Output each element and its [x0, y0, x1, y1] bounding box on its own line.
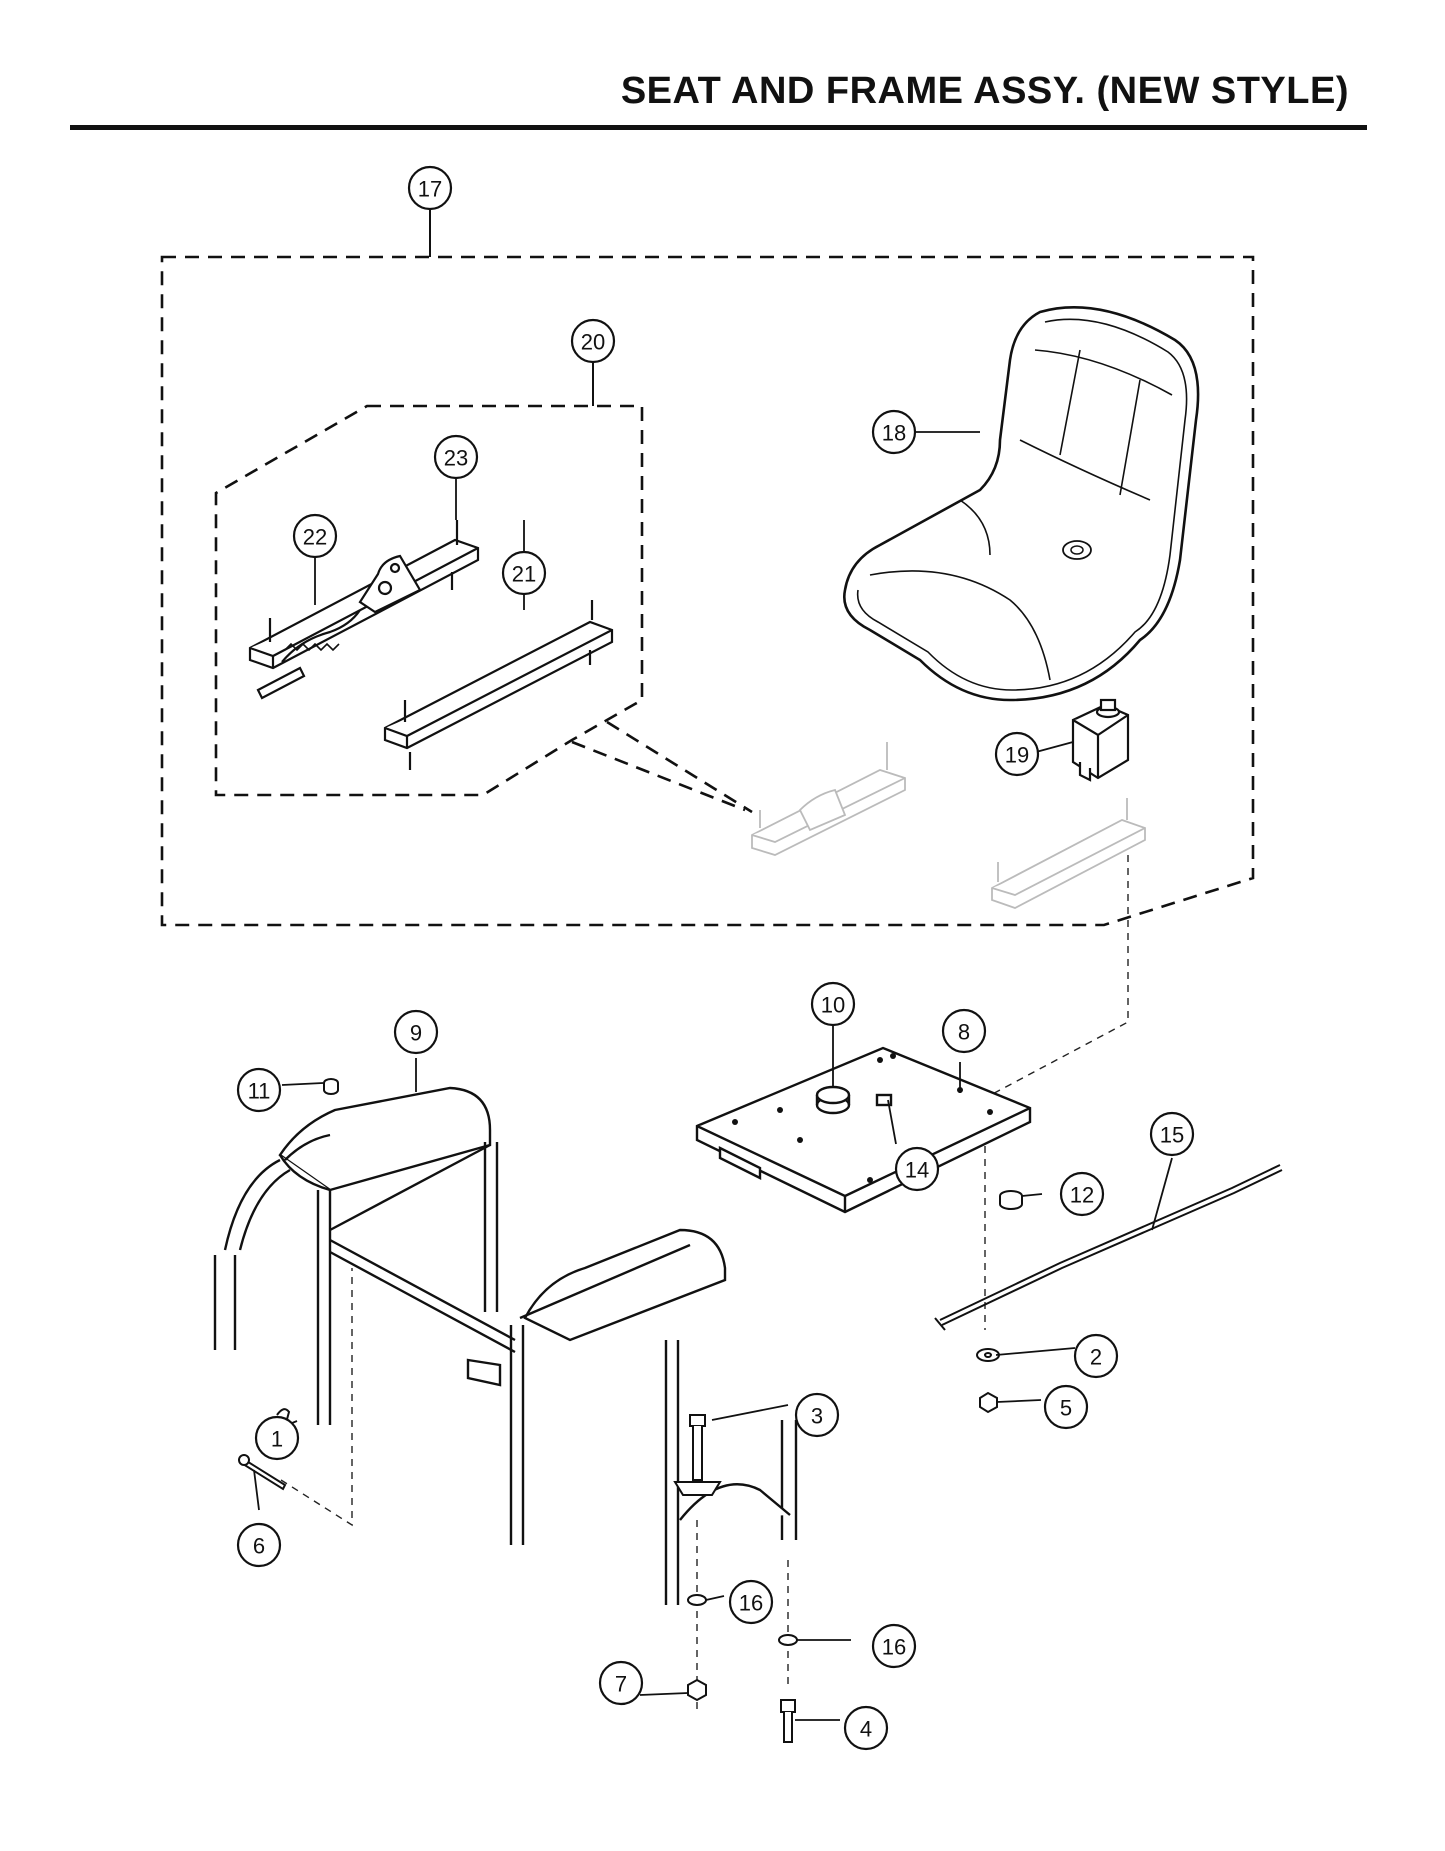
callout-3: 3: [811, 1404, 823, 1429]
callout-4-circle: [843, 1705, 889, 1751]
callout-16b: 16: [882, 1635, 906, 1660]
slide-rail-21-drawing: [383, 600, 614, 770]
slide-reference-leader: [571, 720, 753, 814]
callout-17-circle: [407, 165, 453, 211]
assembly-20-boundary: [214, 404, 644, 797]
callout-1-circle: [254, 1415, 300, 1461]
callout-11: 11: [248, 1079, 271, 1104]
callout-10: 10: [821, 993, 845, 1018]
callout-8: 8: [958, 1020, 970, 1045]
assembly-17-boundary: [160, 255, 1255, 927]
callout-10-circle: [810, 981, 856, 1027]
callout-20: 20: [581, 330, 605, 355]
small-hardware-drawing: [976, 1190, 1023, 1414]
callout-7-circle: [598, 1660, 644, 1706]
callout-18-circle: [871, 409, 917, 455]
callout-circles: [236, 165, 1195, 1751]
callout-5: 5: [1060, 1396, 1072, 1421]
callout-16a-circle: [728, 1579, 774, 1625]
callout-22-circle: [292, 513, 338, 559]
callout-19: 19: [1005, 743, 1029, 768]
callout-22: 22: [303, 525, 327, 550]
callout-2-circle: [1073, 1333, 1119, 1379]
slide-rail-22-drawing: [248, 520, 480, 700]
callout-16b-circle: [871, 1623, 917, 1669]
callout-23-circle: [433, 434, 479, 480]
callout-23: 23: [444, 446, 468, 471]
callout-18: 18: [882, 421, 906, 446]
page-title: SEAT AND FRAME ASSY. (NEW STYLE): [620, 70, 1349, 112]
callout-9-circle: [393, 1009, 439, 1055]
callout-17: 17: [418, 177, 442, 202]
callout-9: 9: [410, 1021, 422, 1046]
seat-drawing: [842, 306, 1200, 702]
callout-15-circle: [1149, 1111, 1195, 1157]
callout-21-circle: [501, 550, 547, 596]
seat-frame-drawing: [213, 1086, 798, 1605]
callout-16a: 16: [739, 1591, 763, 1616]
callout-12: 12: [1070, 1183, 1094, 1208]
callout-14-circle: [894, 1146, 940, 1192]
callout-15: 15: [1160, 1123, 1184, 1148]
callout-6: 6: [253, 1534, 265, 1559]
callout-20-circle: [570, 318, 616, 364]
callout-6-circle: [236, 1522, 282, 1568]
seat-cable-drawing: [934, 1164, 1283, 1331]
callout-12-circle: [1059, 1171, 1105, 1217]
callout-2: 2: [1090, 1345, 1102, 1370]
callout-14: 14: [905, 1158, 929, 1183]
callout-1: 1: [271, 1427, 283, 1452]
callout-11-circle: [236, 1067, 282, 1113]
leader-seat-to-plate: [984, 855, 1129, 1330]
callout-7: 7: [615, 1672, 627, 1697]
faded-slides-drawing: [751, 742, 1146, 909]
callout-21: 21: [512, 562, 536, 587]
title-underline: [70, 125, 1367, 130]
callout-3-circle: [794, 1392, 840, 1438]
leader-pin-6: [280, 1268, 353, 1527]
fastener-drawings: [238, 1078, 798, 1743]
callout-19-circle: [994, 731, 1040, 777]
seat-plate-drawing: [695, 1046, 1032, 1214]
seat-switch-drawing: [1071, 698, 1130, 782]
callout-8-circle: [941, 1008, 987, 1054]
callout-4: 4: [860, 1717, 872, 1742]
callout-5-circle: [1043, 1384, 1089, 1430]
